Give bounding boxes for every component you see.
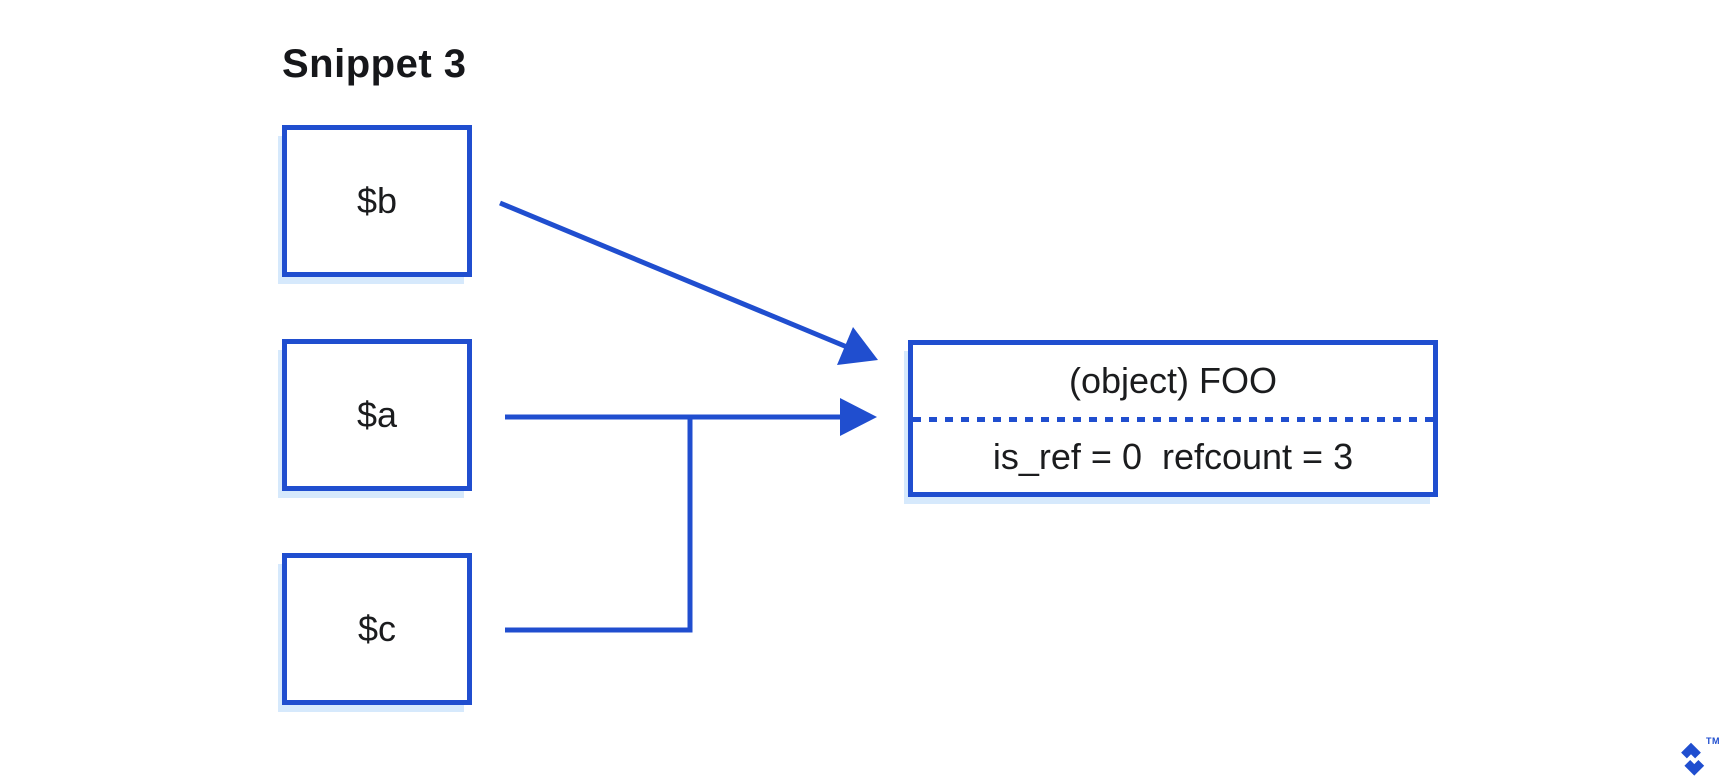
variable-box-c: $c bbox=[282, 553, 472, 705]
toptal-logo: TM bbox=[1677, 736, 1720, 782]
arrowhead-a-to-foo bbox=[840, 398, 877, 436]
object-box-foo: (object) FOO is_ref = 0 refcount = 3 bbox=[908, 340, 1438, 497]
variable-label-b: $b bbox=[356, 180, 398, 221]
variable-label-c: $c bbox=[357, 608, 397, 649]
variable-box-a: $a bbox=[282, 339, 472, 491]
arrowhead-b-to-foo bbox=[837, 327, 878, 365]
object-box-title: (object) FOO bbox=[1068, 360, 1278, 401]
trademark-label: TM bbox=[1706, 736, 1720, 746]
diagram-title: Snippet 3 bbox=[282, 42, 467, 86]
variable-box-b: $b bbox=[282, 125, 472, 277]
arrow-line-b-to-foo bbox=[499, 200, 848, 350]
variable-label-a: $a bbox=[356, 394, 398, 435]
toptal-logo-icon bbox=[1681, 742, 1705, 776]
object-box-props: is_ref = 0 refcount = 3 bbox=[992, 436, 1354, 477]
connector-line-c-to-a-arrow bbox=[505, 417, 693, 633]
object-box-divider bbox=[913, 417, 1433, 422]
